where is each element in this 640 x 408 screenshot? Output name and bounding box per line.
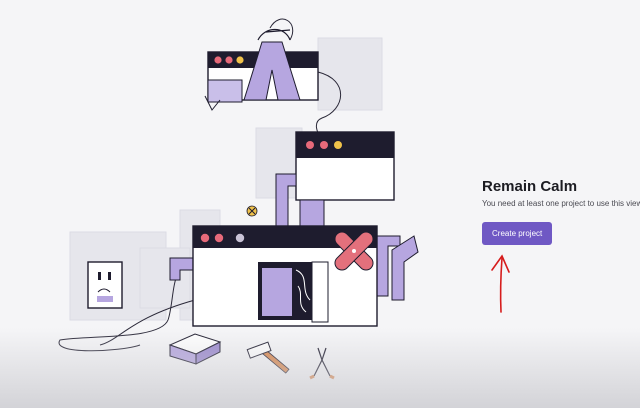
power-outlet-icon	[87, 261, 123, 309]
window-close-icon	[214, 56, 222, 64]
bandage-x-icon	[334, 231, 374, 271]
window-close-icon	[306, 141, 314, 149]
empty-state-title: Remain Calm	[482, 178, 578, 195]
pliers-icon	[309, 347, 335, 380]
empty-state-description: You need at least one project to use thi…	[482, 199, 640, 208]
empty-state-panel: Remain Calm You need at least one projec…	[482, 178, 640, 245]
window-maximize-icon	[235, 233, 245, 243]
small-box	[168, 333, 222, 365]
window-minimize-icon	[320, 141, 328, 149]
hammer-icon	[246, 341, 290, 374]
window-close-icon	[200, 233, 210, 243]
window-maximize-icon	[334, 141, 342, 149]
middle-window	[295, 131, 395, 201]
window-minimize-icon	[225, 56, 233, 64]
red-annotation-arrow	[491, 254, 510, 313]
window-minimize-icon	[214, 233, 224, 243]
create-project-button[interactable]: Create project	[482, 222, 553, 245]
top-window	[204, 28, 319, 111]
pipes	[169, 173, 419, 301]
window-maximize-icon	[236, 56, 244, 64]
